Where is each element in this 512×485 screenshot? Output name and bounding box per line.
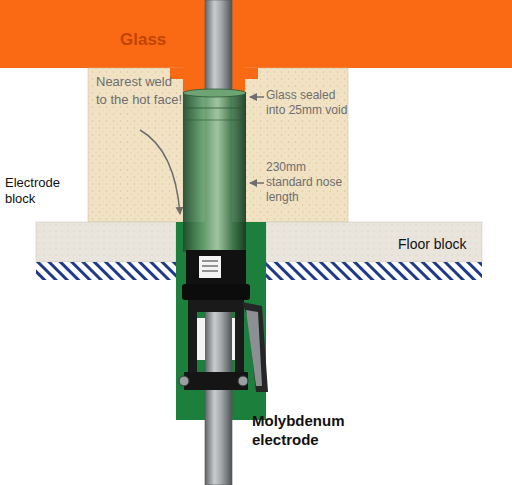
glass-label: Glass	[120, 29, 200, 50]
weld-note: Nearest weld to the hot face!	[96, 73, 182, 108]
nose-length-note: 230mm standard nose length	[266, 160, 350, 205]
block-label: Electrode block	[5, 175, 83, 208]
electrode-block: Electrode blockNearest weld to the hot f…	[88, 68, 348, 222]
floor-label: Floor block	[398, 236, 482, 254]
floor-block: Floor block	[36, 222, 482, 280]
glass-band: Glass	[0, 0, 512, 68]
glass-seal-note: Glass sealed into 25mm void	[266, 88, 350, 118]
electrode-label: Molybdenum electrode	[252, 412, 377, 450]
